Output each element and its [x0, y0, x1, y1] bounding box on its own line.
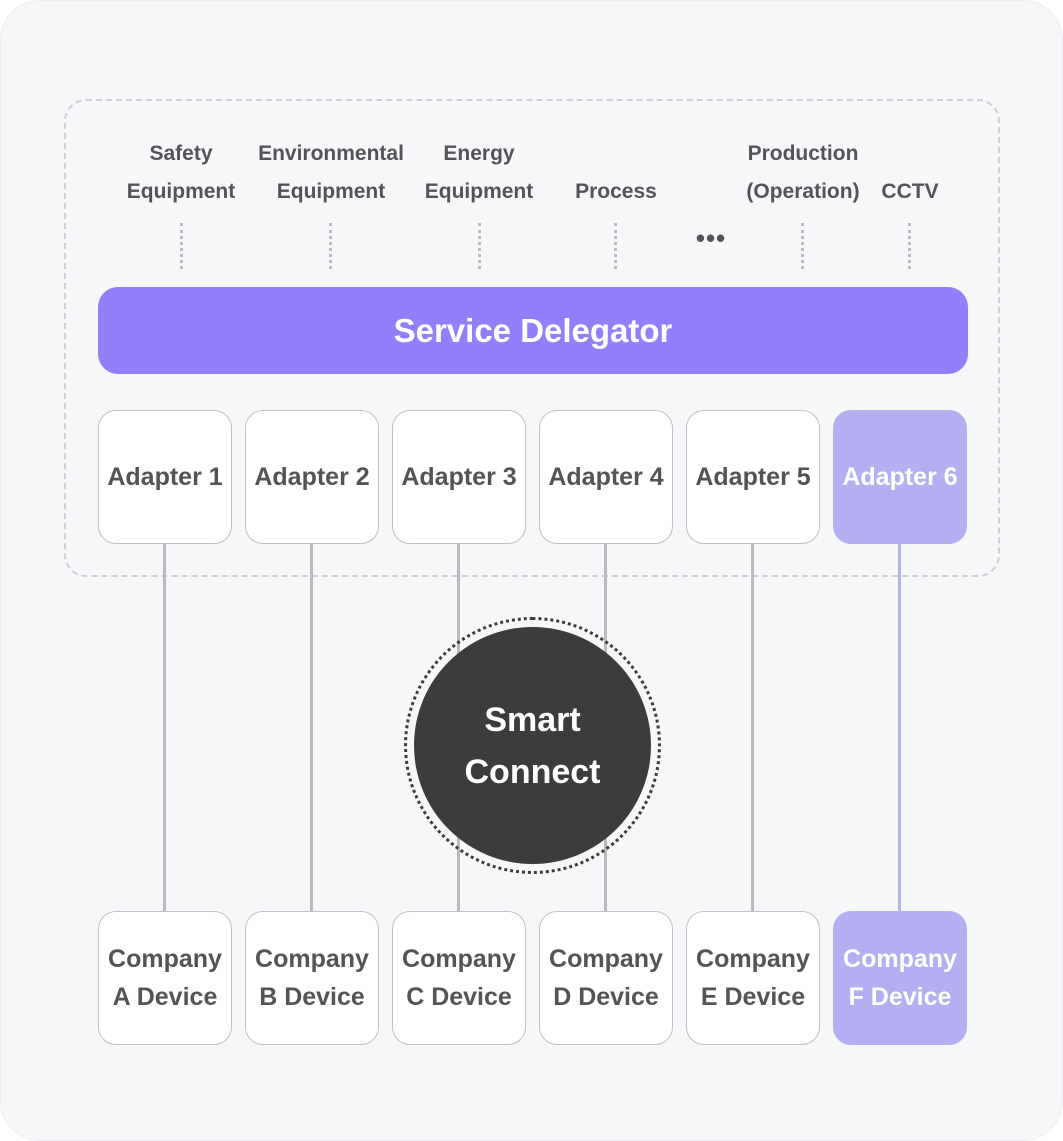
service-connector — [614, 223, 617, 269]
adapter-label: Adapter 1 — [107, 463, 223, 491]
device-label: Company E Device — [696, 945, 810, 1011]
service-label-environmental: Environmental Equipment — [258, 142, 404, 203]
service-label-cctv: CCTV — [881, 180, 939, 203]
platform-boundary — [64, 99, 1000, 577]
connection-line — [163, 544, 166, 912]
service-label-safety: Safety Equipment — [126, 142, 236, 203]
device-company-b: Company B Device — [245, 911, 379, 1045]
device-company-f: Company F Device — [833, 911, 967, 1045]
adapter-2: Adapter 2 — [245, 410, 379, 544]
adapter-label: Adapter 2 — [254, 463, 370, 491]
service-label-process: Process — [575, 180, 657, 203]
service-connector — [180, 223, 183, 269]
device-label: Company A Device — [108, 945, 222, 1011]
smart-connect-hub: Smart Connect — [414, 627, 651, 864]
device-company-e: Company E Device — [686, 911, 820, 1045]
smart-connect-label: Smart Connect — [464, 700, 601, 791]
adapter-label: Adapter 6 — [842, 463, 958, 491]
service-connector — [478, 223, 481, 269]
connection-line-highlighted — [898, 544, 901, 912]
service-label-energy: Energy Equipment — [424, 142, 534, 203]
connection-line — [310, 544, 313, 912]
adapter-label: Adapter 4 — [548, 463, 664, 491]
service-delegator: Service Delegator — [98, 287, 968, 374]
connection-line — [751, 544, 754, 912]
adapter-3: Adapter 3 — [392, 410, 526, 544]
more-services-indicator: ••• — [695, 223, 727, 253]
device-company-a: Company A Device — [98, 911, 232, 1045]
smart-connect-ring — [404, 617, 661, 874]
device-label: Company C Device — [402, 945, 516, 1011]
device-company-c: Company C Device — [392, 911, 526, 1045]
adapter-label: Adapter 3 — [401, 463, 517, 491]
device-label: Company D Device — [549, 945, 663, 1011]
adapter-5: Adapter 5 — [686, 410, 820, 544]
service-delegator-label: Service Delegator — [393, 311, 673, 349]
device-company-d: Company D Device — [539, 911, 673, 1045]
service-label-production: Production (Operation) — [746, 142, 860, 203]
adapter-4: Adapter 4 — [539, 410, 673, 544]
adapter-6: Adapter 6 — [833, 410, 967, 544]
service-connector — [329, 223, 332, 269]
service-connector — [801, 223, 804, 269]
device-label: Company B Device — [255, 945, 369, 1011]
service-connector — [908, 223, 911, 269]
adapter-1: Adapter 1 — [98, 410, 232, 544]
device-label: Company F Device — [843, 945, 957, 1011]
adapter-label: Adapter 5 — [695, 463, 811, 491]
